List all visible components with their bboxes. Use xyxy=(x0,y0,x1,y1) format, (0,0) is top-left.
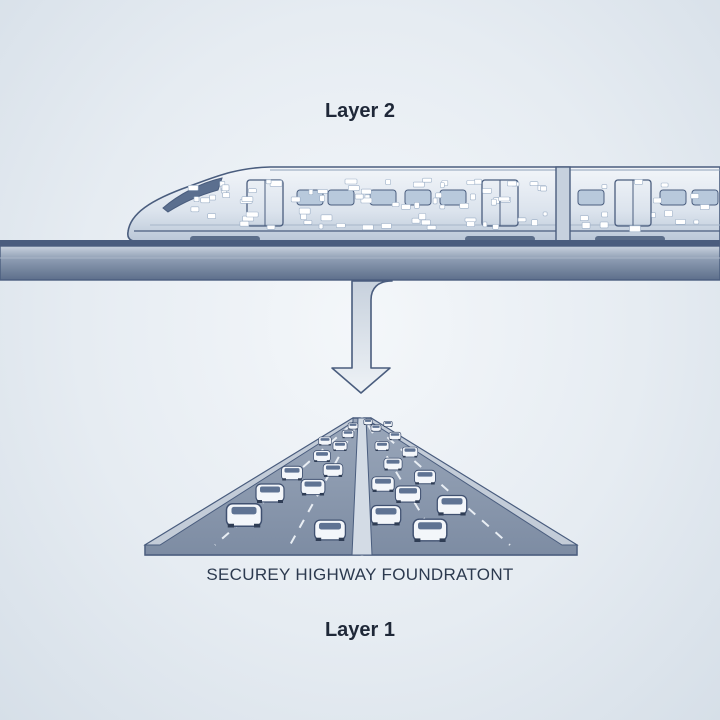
car-icon xyxy=(388,431,402,441)
layer-1-label: Layer 1 xyxy=(324,619,396,641)
car-group xyxy=(225,418,468,542)
car-icon xyxy=(401,446,419,458)
car-icon xyxy=(347,422,359,430)
highway-icon xyxy=(143,417,579,556)
car-icon xyxy=(383,420,393,428)
car-icon xyxy=(412,518,448,542)
car-icon xyxy=(436,494,468,516)
car-icon xyxy=(371,476,395,492)
car-icon xyxy=(300,478,326,496)
car-icon xyxy=(281,465,303,481)
elevated-rail xyxy=(0,240,720,281)
car-icon xyxy=(394,485,422,503)
car-icon xyxy=(374,441,390,451)
car-icon xyxy=(318,436,332,446)
foundation-caption: SECUREY HIGHWAY FOUNDRATONT xyxy=(206,565,514,584)
car-icon xyxy=(255,483,285,503)
car-icon xyxy=(383,457,403,471)
car-icon xyxy=(414,469,436,485)
car-icon xyxy=(370,424,382,432)
arrow-down-icon xyxy=(331,280,393,394)
car-icon xyxy=(341,429,355,439)
train-icon xyxy=(127,166,720,243)
car-icon xyxy=(332,441,348,451)
car-icon xyxy=(322,463,344,477)
layer-2-label: Layer 2 xyxy=(324,100,396,122)
car-icon xyxy=(313,450,331,462)
car-icon xyxy=(313,519,347,541)
car-icon xyxy=(225,503,263,528)
car-icon xyxy=(370,504,402,526)
car-icon xyxy=(363,418,373,426)
